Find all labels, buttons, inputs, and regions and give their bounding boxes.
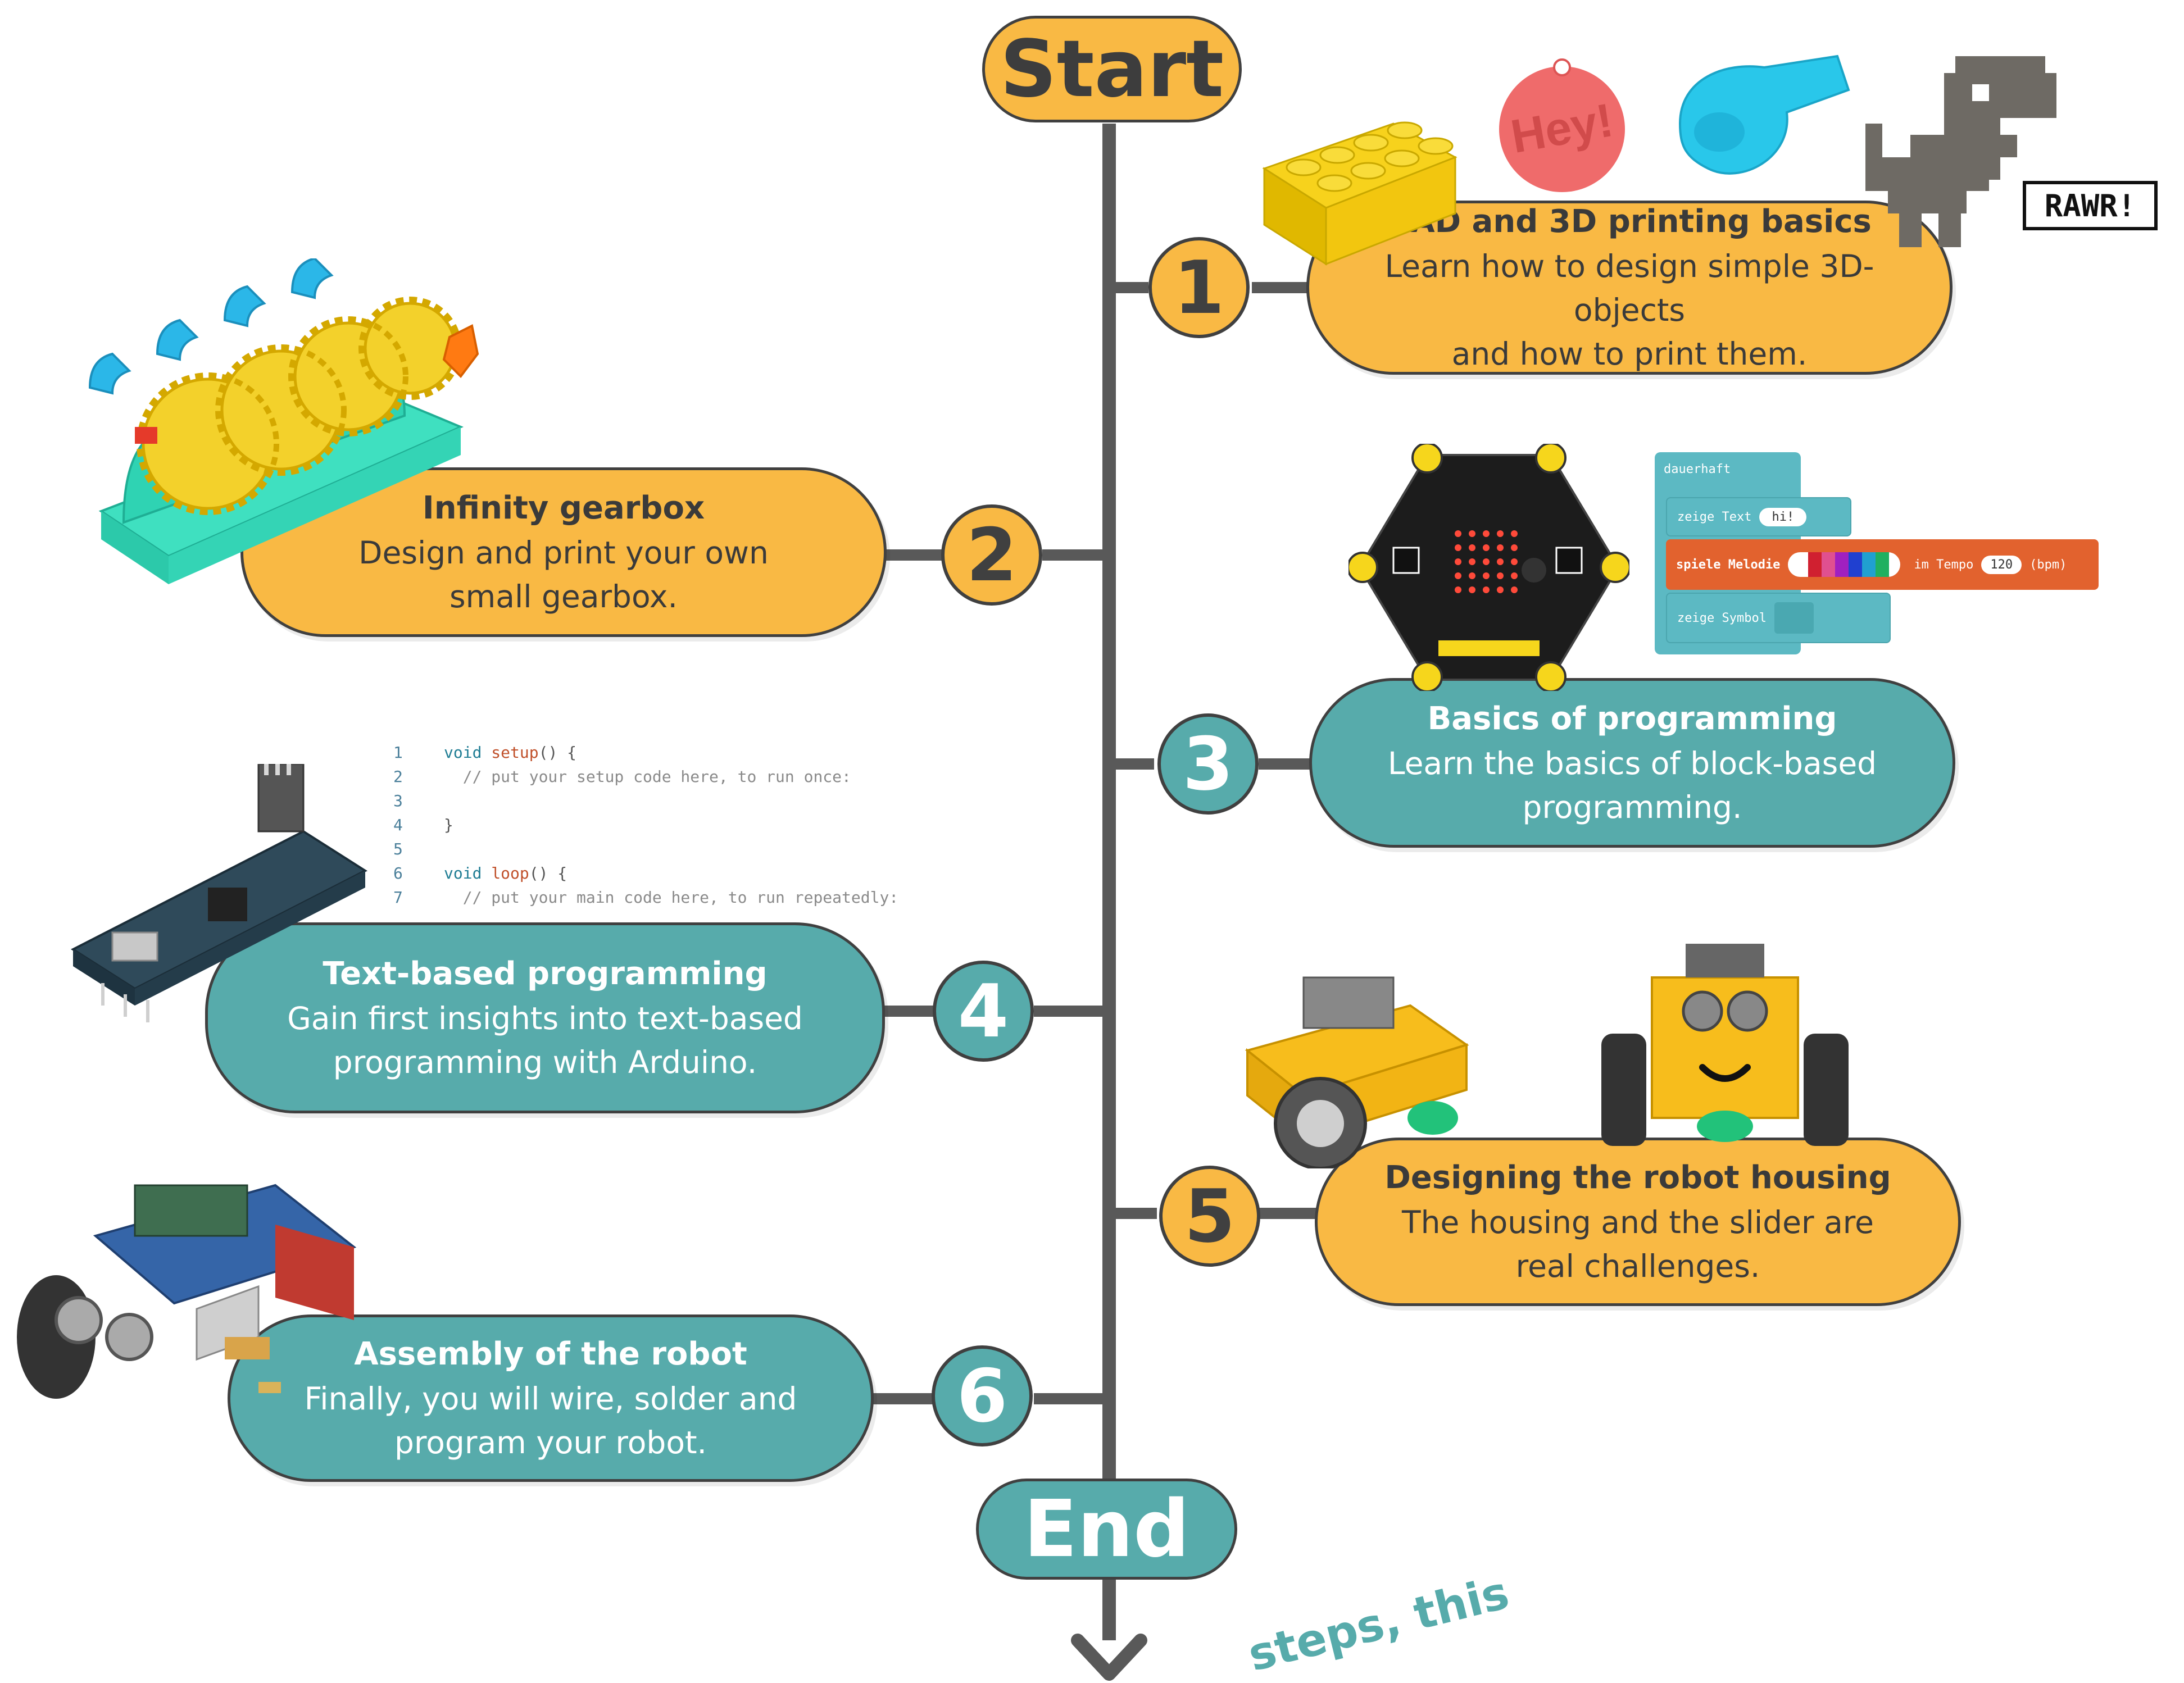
dinosaur-icon	[1865, 56, 2056, 247]
step-5-line1: The housing and the slider are	[1401, 1204, 1874, 1240]
block-forever-label: dauerhaft	[1664, 462, 1731, 476]
step-4-title: Text-based programming	[323, 956, 768, 992]
speech-bubble: RAWR!	[2023, 181, 2158, 230]
code-line: 7 // put your main code here, to run rep…	[393, 888, 899, 907]
step-1-title: CAD and 3D printing basics	[1387, 203, 1872, 240]
connector-1b	[1252, 282, 1319, 293]
symbol-picker[interactable]	[1774, 602, 1814, 634]
connector-2b	[871, 549, 950, 561]
step-4-line2: programming with Arduino.	[333, 1044, 757, 1080]
toy-brick-icon	[1262, 121, 1457, 266]
connector-1	[1109, 282, 1148, 293]
step-6-number: 6	[932, 1345, 1033, 1447]
gearbox-illustration	[88, 258, 479, 584]
step-5-number: 5	[1159, 1166, 1260, 1267]
step-4-number: 4	[933, 961, 1034, 1062]
connector-5	[1109, 1208, 1157, 1219]
step-5-line2: real challenges.	[1515, 1248, 1760, 1284]
timeline-arrowhead	[1071, 1634, 1147, 1681]
step-3-box: Basics of programming Learn the basics o…	[1309, 678, 1955, 848]
code-line: 3	[393, 792, 403, 810]
code-line: 2 // put your setup code here, to run on…	[393, 767, 851, 786]
block-show-text-value[interactable]: hi!	[1759, 507, 1807, 526]
start-label: Start	[982, 16, 1242, 122]
step-4-box: Text-based programming Gain first insigh…	[205, 922, 885, 1113]
block-show-symbol-label: zeige Symbol	[1677, 611, 1767, 625]
connector-4	[1034, 1006, 1113, 1017]
block-play-melody: spiele Melodie im Tempo 120 (bpm)	[1666, 539, 2099, 590]
step-3-line2: programming.	[1522, 789, 1742, 825]
step-4-line1: Gain first insights into text-based	[287, 1000, 803, 1036]
bottom-note: steps, this	[1243, 1566, 1514, 1681]
step-3-number: 3	[1157, 713, 1259, 815]
step-5-title: Designing the robot housing	[1384, 1159, 1891, 1196]
step-1-number: 1	[1148, 237, 1250, 338]
keychain-icon	[1499, 58, 1625, 192]
connector-6b	[871, 1393, 938, 1404]
whistle-icon	[1678, 54, 1850, 175]
step-6-title: Assembly of the robot	[354, 1336, 747, 1372]
arduino-board-icon	[70, 764, 368, 1022]
step-6-line1: Finally, you will wire, solder and	[304, 1381, 797, 1417]
step-3-line1: Learn the basics of block-based	[1387, 745, 1877, 781]
timeline-spine	[1102, 124, 1116, 1640]
microcontroller-board-icon	[1348, 444, 1629, 691]
step-3-title: Basics of programming	[1427, 701, 1837, 737]
step-2-line2: small gearbox.	[449, 579, 678, 615]
code-line: 4}	[393, 816, 453, 834]
block-show-symbol: zeige Symbol	[1666, 593, 1891, 643]
step-6-box: Assembly of the robot Finally, you will …	[228, 1314, 874, 1482]
step-2-title: Infinity gearbox	[422, 490, 705, 526]
connector-3b	[1259, 758, 1320, 770]
step-5-box: Designing the robot housing The housing …	[1315, 1138, 1961, 1306]
connector-6	[1034, 1393, 1113, 1404]
block-tempo-label: im Tempo	[1914, 557, 1974, 572]
block-show-text-label: zeige Text	[1677, 510, 1752, 524]
melody-picker[interactable]	[1788, 552, 1901, 577]
step-1-line2: and how to print them.	[1451, 336, 1808, 372]
block-melody-label: spiele Melodie	[1676, 557, 1781, 572]
end-label: End	[976, 1479, 1237, 1580]
robot-front-icon	[1601, 944, 1849, 1146]
connector-2	[1042, 549, 1110, 561]
step-2-line1: Design and print your own	[358, 535, 769, 571]
block-tempo-unit: (bpm)	[2029, 557, 2067, 572]
robot-assembly-icon	[17, 1184, 357, 1399]
step-1-box: CAD and 3D printing basics Learn how to …	[1306, 201, 1953, 375]
speech-text: RAWR!	[2044, 188, 2136, 224]
step-1-line1: Learn how to design simple 3D-objects	[1384, 248, 1874, 328]
connector-4b	[877, 1006, 944, 1017]
step-6-line2: program your robot.	[394, 1425, 707, 1461]
block-show-text: zeige Text hi!	[1666, 497, 1851, 536]
code-line: 5	[393, 840, 403, 858]
block-tempo-value[interactable]: 120	[1981, 555, 2022, 574]
block-code-widget: dauerhaft zeige Text hi! spiele Melodie …	[1655, 452, 2099, 671]
connector-3	[1109, 758, 1154, 770]
step-2-number: 2	[941, 504, 1042, 606]
robot-side-icon	[1245, 976, 1469, 1168]
connector-5b	[1259, 1208, 1326, 1219]
